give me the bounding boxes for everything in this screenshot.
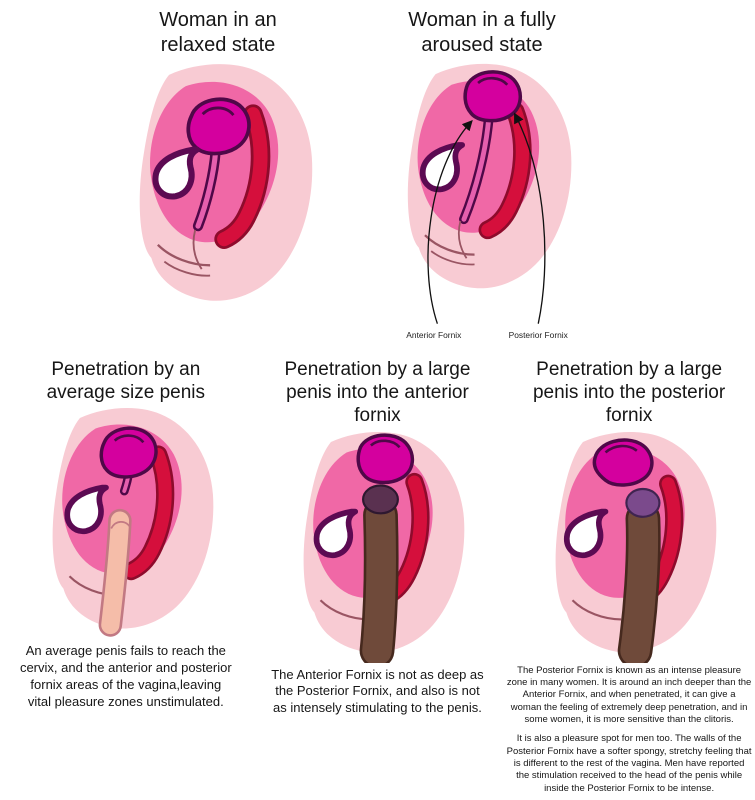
aroused-illustration: Anterior Fornix Posterior Fornix <box>406 63 571 340</box>
vaginal-canal <box>194 147 218 229</box>
large-penis-shape <box>620 503 659 663</box>
average-illustration <box>52 408 214 638</box>
crease-line <box>163 260 210 277</box>
panel-anterior-caption: The Anterior Fornix is not as deep as th… <box>271 666 484 716</box>
panel-average-caption: An average penis fails to reach the cerv… <box>19 643 232 710</box>
vaginal-canal <box>460 115 491 222</box>
panel-anterior-title: Penetration by a large penis into the an… <box>284 359 471 427</box>
vulva-line <box>192 229 202 270</box>
crease-line <box>430 250 475 266</box>
rectum-shape <box>480 104 529 237</box>
posterior-illustration <box>555 431 717 663</box>
bladder-shape <box>419 142 465 193</box>
bladder-shape <box>151 146 200 200</box>
panel-posterior: Penetration by a large penis into the po… <box>503 352 755 800</box>
panel-aroused-title: Woman in a fully aroused state <box>408 9 556 56</box>
uterus-inner-line <box>201 106 235 117</box>
crease-line <box>156 243 210 267</box>
anterior-fornix-label: Anterior Fornix <box>406 330 462 340</box>
bladder-shape <box>64 485 109 535</box>
uterus-inner-line <box>476 76 508 86</box>
uterus-shape <box>356 433 415 484</box>
rectum-shape <box>124 448 172 578</box>
crease-line <box>571 599 622 621</box>
panel-posterior-title: Penetration by a large penis into the po… <box>532 359 726 427</box>
relaxed-illustration <box>139 64 312 301</box>
posterior-caption-paragraph-2: It is also a pleasure spot for men too. … <box>506 733 752 794</box>
bladder-shape <box>564 508 609 558</box>
panel-anterior: Penetration by a large penis into the an… <box>252 352 504 800</box>
glans-shape <box>362 483 400 514</box>
uterus-inner-line <box>370 439 402 448</box>
bottom-row: Penetration by an average size penis An … <box>0 352 755 800</box>
bladder-shape <box>314 508 359 558</box>
panel-average: Penetration by an average size penis An … <box>0 352 252 800</box>
average-penis-shape <box>101 511 129 635</box>
uterus-inner-line <box>604 444 638 453</box>
glans-line <box>110 521 131 530</box>
anterior-illustration <box>304 431 465 663</box>
panel-relaxed-title: Woman in an relaxed state <box>159 9 277 56</box>
panel-average-title: Penetration by an average size penis <box>46 359 206 404</box>
posterior-fornix-label: Posterior Fornix <box>508 330 568 340</box>
posterior-caption-paragraph-1: The Posterior Fornix is known as an inte… <box>506 664 752 725</box>
large-penis-shape <box>362 499 397 663</box>
panel-aroused: Woman in a fully aroused state <box>357 6 607 352</box>
vulva-line <box>457 220 467 259</box>
rectum-shape <box>216 107 267 247</box>
anterior-fornix-arrow <box>426 119 473 324</box>
top-row: Woman in an relaxed state Woman in a ful… <box>0 0 755 352</box>
posterior-fornix-arrow <box>513 112 546 324</box>
panel-posterior-caption: The Posterior Fornix is known as an inte… <box>506 665 752 800</box>
uterus-inner-line <box>113 434 145 444</box>
panel-relaxed: Woman in an relaxed state <box>93 6 343 352</box>
glans-shape <box>625 487 661 518</box>
